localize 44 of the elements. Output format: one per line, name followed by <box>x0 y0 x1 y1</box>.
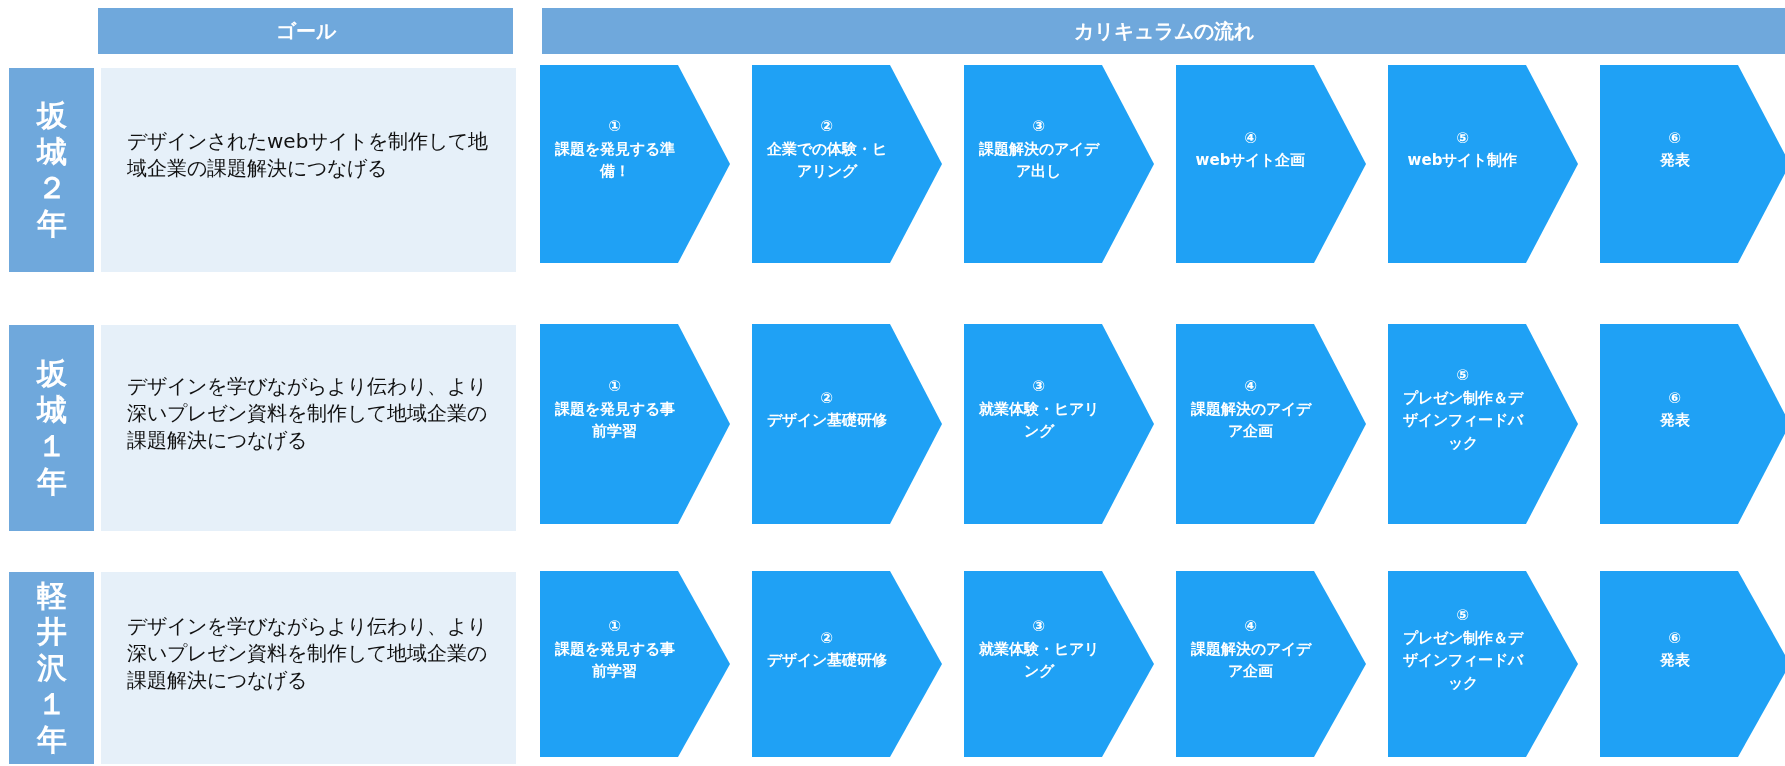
step-number: ⑤ <box>1456 127 1469 149</box>
step-label: 課題解決のアイデア企画 <box>1189 638 1313 683</box>
step-number: ⑥ <box>1668 387 1681 409</box>
step-number: ① <box>608 116 621 138</box>
step-label: 課題を発見する事前学習 <box>553 398 676 443</box>
step-label: 課題解決のアイデア出し <box>977 138 1101 183</box>
goal-text: デザインを学びながらより伝わり、より深いプレゼン資料を制作して地域企業の課題解決につなげる <box>101 572 516 764</box>
step-number: ⑥ <box>1668 627 1681 649</box>
step-label: プレゼン制作＆デザインフィードバック <box>1401 387 1525 454</box>
step-label: 発表 <box>1659 410 1690 431</box>
step-label: デザイン基礎研修 <box>766 410 887 431</box>
step-number: ④ <box>1244 616 1257 638</box>
step-number: ③ <box>1032 376 1045 398</box>
step-number: ⑤ <box>1456 605 1469 626</box>
column-header: ゴール <box>98 8 513 54</box>
step-number: ① <box>608 376 621 398</box>
row-label: 軽井沢１年 <box>9 572 94 764</box>
goal-text: デザインされたwebサイトを制作して地域企業の課題解決につなげる <box>101 68 516 272</box>
row-label: 坂城１年 <box>9 325 94 531</box>
step-number: ④ <box>1244 376 1257 398</box>
step-number: ① <box>608 616 621 638</box>
step-label: 発表 <box>1659 650 1690 671</box>
row-label: 坂城２年 <box>9 68 94 272</box>
step-number: ⑤ <box>1456 365 1469 386</box>
step-number: ③ <box>1032 116 1045 138</box>
step-label: デザイン基礎研修 <box>766 650 887 671</box>
goal-text: デザインを学びながらより伝わり、より深いプレゼン資料を制作して地域企業の課題解決につなげる <box>101 325 516 531</box>
step-number: ② <box>820 116 833 138</box>
step-number: ② <box>820 627 833 649</box>
step-label: webサイト企画 <box>1195 150 1306 171</box>
step-label: 就業体験・ヒアリング <box>977 398 1100 443</box>
step-number: ② <box>820 387 833 409</box>
step-label: 企業での体験・ヒアリング <box>765 138 888 183</box>
step-number: ③ <box>1032 616 1045 638</box>
step-label: 発表 <box>1659 150 1690 171</box>
step-number: ④ <box>1244 127 1257 149</box>
step-label: 課題を発見する準備！ <box>553 138 676 183</box>
step-number: ⑥ <box>1668 127 1681 149</box>
step-label: 課題を発見する事前学習 <box>553 638 676 683</box>
step-label: 課題解決のアイデア企画 <box>1189 398 1313 443</box>
step-label: プレゼン制作＆デザインフィードバック <box>1401 627 1525 694</box>
step-label: webサイト制作 <box>1407 150 1518 171</box>
step-label: 就業体験・ヒアリング <box>977 638 1100 683</box>
column-header: カリキュラムの流れ <box>542 8 1785 54</box>
